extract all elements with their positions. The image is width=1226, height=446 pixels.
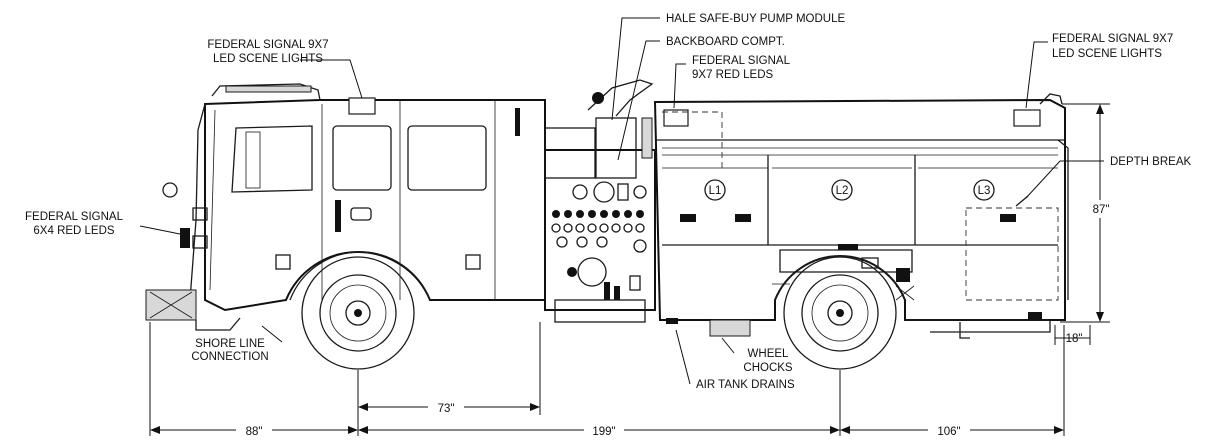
- body-outline: [653, 98, 1066, 321]
- grab-handle: [515, 108, 520, 136]
- pump-step: [554, 299, 646, 323]
- callout-red-leds-line1: FEDERAL SIGNAL: [692, 55, 791, 67]
- pump-module: [544, 79, 656, 323]
- dim-rear-axle-to-end: 106": [937, 426, 960, 438]
- callout-backboard: BACKBOARD COMPT.: [666, 36, 785, 48]
- side-marker-2: [465, 254, 481, 270]
- dimension-lines: 87" 18" 73" 88" 199" 106": [149, 103, 1116, 438]
- pump-upper-box: [544, 127, 596, 179]
- cab-scene-light: [348, 97, 376, 115]
- door-handle: [350, 207, 372, 221]
- step-handle: [335, 200, 341, 232]
- pump-panel-outline: [544, 149, 656, 311]
- crew-window-1: [332, 125, 392, 191]
- compartment-l1: L1: [709, 185, 722, 197]
- headlight-1: [192, 207, 208, 221]
- leader-hale: [611, 17, 660, 121]
- callout-6x4-line1: FEDERAL SIGNAL: [25, 211, 124, 223]
- front-wheel: [301, 256, 415, 370]
- rear-pipe: [1057, 139, 1069, 300]
- leader-scene-right: [1025, 41, 1048, 109]
- air-tank-drain: [666, 318, 678, 324]
- rear-step: [905, 319, 1051, 333]
- callouts: HALE SAFE-BUY PUMP MODULE BACKBOARD COMP…: [25, 13, 1191, 391]
- rear-wheel: [774, 255, 906, 370]
- pump-gauge-large: [593, 181, 615, 203]
- wheel-chocks: [709, 319, 751, 337]
- cab-front-line: [209, 109, 216, 291]
- compartment-labels: L1 L2 L3: [704, 179, 995, 201]
- light-bar: [211, 83, 321, 101]
- callout-scene-left-line1: FEDERAL SIGNAL 9X7: [207, 39, 328, 51]
- dim-front-to-axle: 88": [246, 426, 263, 438]
- pump-side-strip: [641, 117, 653, 159]
- compartment-l2: L2: [836, 185, 849, 197]
- tow-hook: [195, 317, 241, 331]
- crew-window-2: [407, 125, 487, 191]
- rear-hitch: [959, 322, 970, 339]
- dim-wheelbase: 199": [592, 426, 615, 438]
- deck-gun-base: [592, 92, 604, 104]
- cab: [145, 83, 546, 331]
- callout-6x4-line2: 6X4 RED LEDS: [33, 225, 115, 237]
- front-warning-led: [180, 228, 190, 248]
- backboard-compartment: [595, 117, 637, 179]
- callout-red-leds-line2: 9X7 RED LEDS: [692, 69, 774, 81]
- leader-wheel-chocks: [721, 337, 735, 354]
- deck-gun: [587, 79, 654, 117]
- callout-hale-pump: HALE SAFE-BUY PUMP MODULE: [666, 13, 845, 25]
- rear-scene-light: [1013, 109, 1041, 127]
- pump-valve-rows: [551, 210, 647, 253]
- compartment-l3: L3: [978, 185, 991, 197]
- mirror-bracket: [245, 131, 261, 189]
- dim-height: 87": [1093, 204, 1110, 216]
- dim-axle-to-pump: 73": [438, 403, 455, 415]
- cab-front-face: [189, 103, 206, 301]
- leader-backboard: [617, 40, 660, 161]
- bumper-hatch: [149, 291, 193, 319]
- depth-break-box: [965, 207, 1059, 301]
- side-marker-1: [275, 254, 291, 270]
- depth-break-upper: [662, 111, 723, 170]
- callout-shore-line-2: CONNECTION: [191, 351, 268, 363]
- callout-air-tank: AIR TANK DRAINS: [696, 379, 795, 391]
- leader-scene-left: [300, 59, 363, 99]
- callout-depth-break: DEPTH BREAK: [1110, 156, 1191, 168]
- callout-scene-left-line2: LED SCENE LIGHTS: [213, 53, 323, 65]
- front-window: [231, 125, 313, 193]
- headlight-2: [192, 235, 208, 249]
- leader-shore-line: [261, 325, 283, 343]
- rear-beacon: [1039, 93, 1063, 105]
- leader-6x4: [139, 225, 181, 235]
- callout-shore-line-1: SHORE LINE: [195, 338, 265, 350]
- light-bar-lens: [225, 85, 312, 93]
- leader-air-tank: [675, 329, 691, 385]
- pump-intake: [577, 257, 607, 287]
- leader-red-leds: [673, 63, 686, 109]
- front-horn: [162, 182, 178, 198]
- front-wheel-arch: [289, 251, 431, 301]
- apparatus-body: [653, 93, 1069, 339]
- callout-scene-right-line1: FEDERAL SIGNAL 9X7: [1052, 33, 1173, 45]
- callout-scene-right-line2: LED SCENE LIGHTS: [1052, 48, 1162, 60]
- leader-lines: [139, 17, 1104, 385]
- callout-wheel-chocks-1: WHEEL: [748, 348, 790, 360]
- leader-depth-break: [1025, 160, 1104, 199]
- dim-rear-overhang: 18": [1066, 333, 1083, 345]
- red-led-left: [663, 109, 689, 127]
- callout-wheel-chocks-2: CHOCKS: [743, 362, 793, 374]
- lower-compartment: [779, 249, 913, 273]
